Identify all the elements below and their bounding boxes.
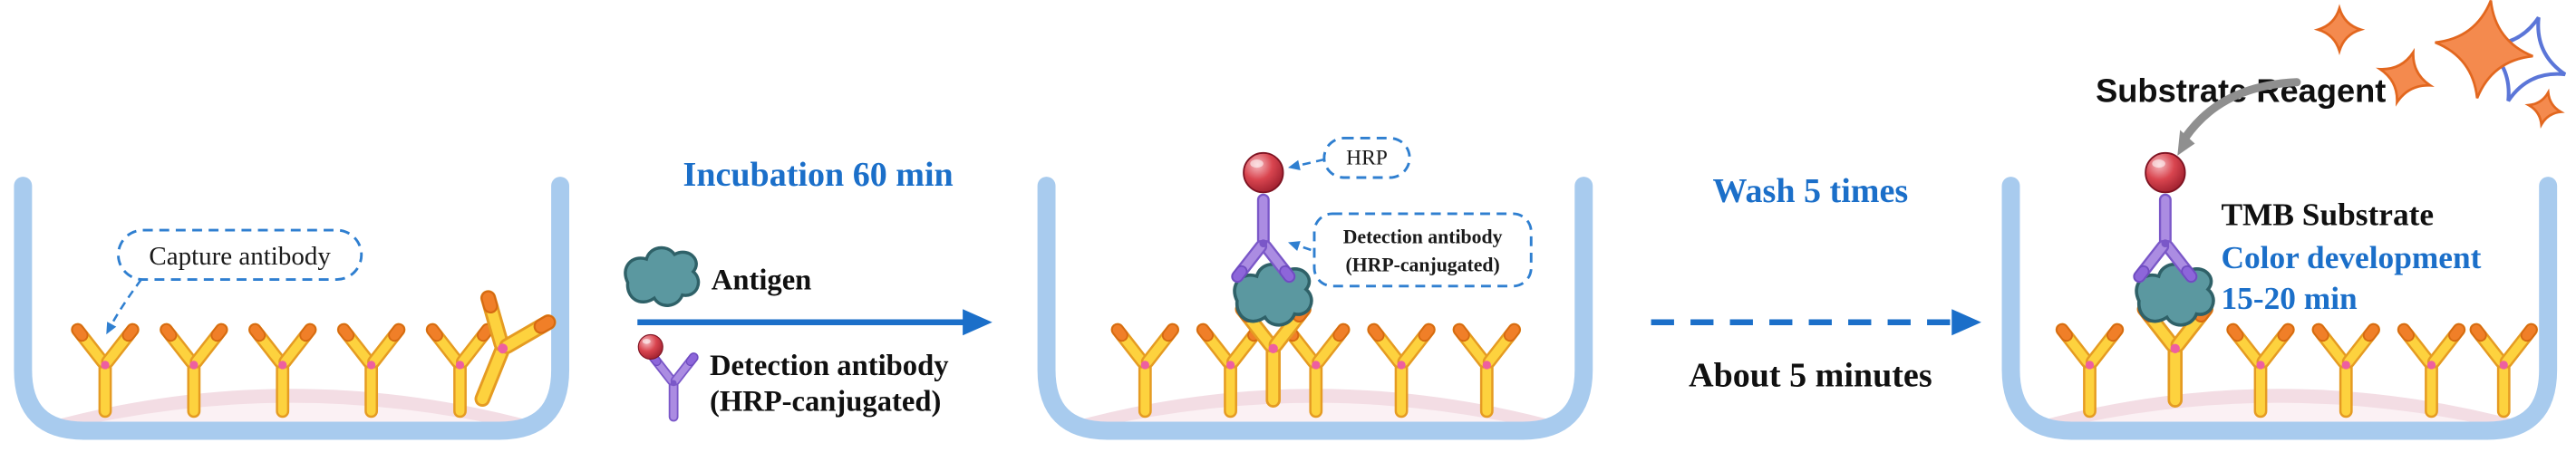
sandwich-complex xyxy=(1228,151,1314,408)
burst-star-icon xyxy=(2426,0,2542,107)
detection-antibody-label-line2: (HRP-canjugated) xyxy=(710,386,941,419)
capture-antibody-label-box xyxy=(117,228,363,281)
incubation-title: Incubation 60 min xyxy=(683,156,954,194)
step3-detection-well: Substrate Reagent TMB Substrate Color de… xyxy=(2011,0,2576,431)
wash-subtitle: About 5 minutes xyxy=(1689,356,1932,394)
substrate-arrow-line xyxy=(2181,78,2301,142)
antigen-label: Antigen xyxy=(712,264,812,296)
legend-antigen: Antigen xyxy=(624,245,812,307)
tmb-substrate-label: TMB Substrate xyxy=(2222,197,2435,233)
wash-title: Wash 5 times xyxy=(1713,172,1909,210)
capture-antibody-callout: Capture antibody xyxy=(106,228,363,335)
wash-arrow xyxy=(1651,309,1981,336)
hrp-sphere xyxy=(2145,151,2186,194)
development-time-label: 15-20 min xyxy=(2222,280,2358,316)
hrp-sphere xyxy=(1243,151,1284,194)
detection-antibody-label-line1: Detection antibody xyxy=(710,350,949,382)
detection-pointer-head xyxy=(1288,241,1301,251)
wash-arrow-head xyxy=(1951,309,1981,336)
hrp-label-box xyxy=(1322,137,1411,179)
capture-antibody-pointer-head xyxy=(106,322,117,335)
capture-antibody xyxy=(2053,321,2126,419)
hrp-pointer-head xyxy=(1288,159,1301,171)
detection-label-box xyxy=(1312,212,1533,288)
hrp-pointer-line xyxy=(1295,158,1325,168)
incubation-step: Incubation 60 min Antigen Detection anti… xyxy=(624,156,993,422)
step2-bound-well: HRP Detection antibody (HRP-canjugated) xyxy=(1047,137,1584,430)
detection-antibody-icon xyxy=(646,351,701,422)
burst-star-icon xyxy=(2523,87,2566,130)
hrp-callout: HRP xyxy=(1288,137,1411,179)
antigen-icon xyxy=(624,245,701,307)
incubation-arrow xyxy=(637,309,993,336)
step1-coated-well: Capture antibody xyxy=(23,186,560,430)
result-text-block: TMB Substrate Color development 15-20 mi… xyxy=(2222,197,2482,317)
capture-antibody xyxy=(68,321,142,419)
color-development-label: Color development xyxy=(2222,239,2482,275)
incubation-arrow-head xyxy=(963,309,993,336)
detection-label-line1: Detection antibody xyxy=(1343,226,1503,248)
detection-pointer-line xyxy=(1295,244,1312,252)
substrate-arrow xyxy=(2177,78,2301,156)
sandwich-complex xyxy=(2131,151,2216,408)
hrp-sphere-icon xyxy=(637,333,663,361)
capture-antibody xyxy=(2467,321,2541,419)
capture-antibody-label: Capture antibody xyxy=(149,242,331,271)
wash-step: Wash 5 times About 5 minutes xyxy=(1651,172,1981,395)
legend-detection-antibody: Detection antibody (HRP-canjugated) xyxy=(637,333,949,422)
capture-antibody-pointer-line xyxy=(109,278,142,328)
detection-antibody-callout: Detection antibody (HRP-canjugated) xyxy=(1288,212,1533,288)
hrp-label: HRP xyxy=(1346,146,1388,169)
substrate-arrow-head xyxy=(2177,130,2195,156)
burst-star-icon xyxy=(2317,6,2362,53)
detection-label-line2: (HRP-canjugated) xyxy=(1346,254,1500,275)
